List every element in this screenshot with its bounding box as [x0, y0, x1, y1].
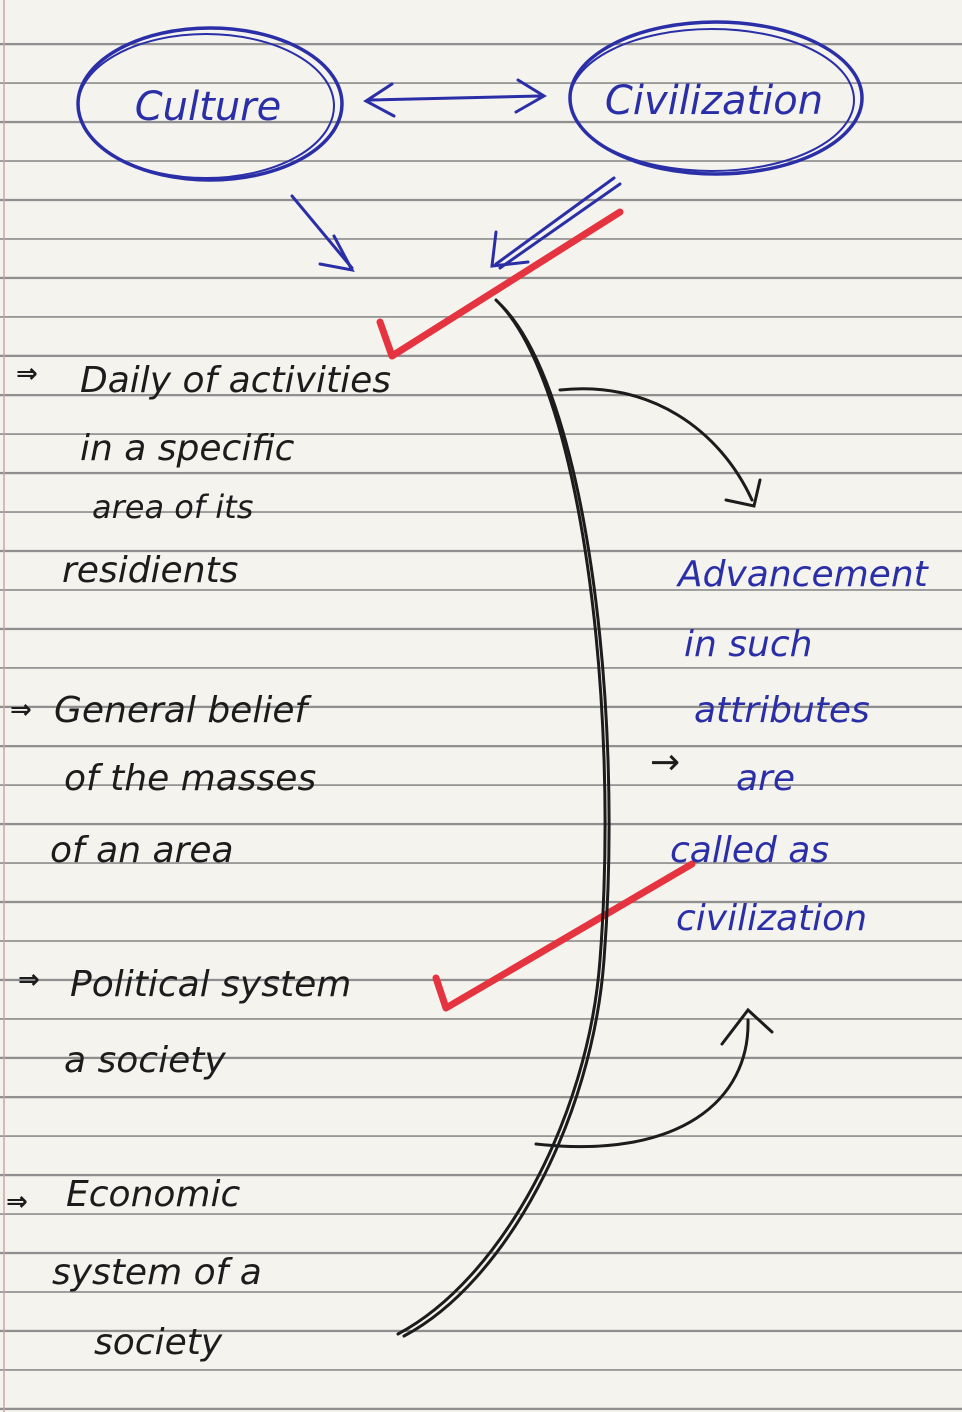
conclusion-block: → Advancement in such attributes are cal… [650, 554, 930, 939]
upper-curved-arrow [558, 387, 762, 508]
bullet-arrow-icon: ⇒ [10, 695, 32, 725]
bullet-arrow-icon: ⇒ [18, 965, 40, 995]
point-line: area of its [92, 488, 253, 526]
conclusion-line: civilization [676, 898, 867, 939]
lower-curved-arrow [534, 1007, 774, 1149]
point-line: Daily of activities [80, 360, 391, 401]
conclusion-line: in such [684, 624, 812, 665]
point-line: of the masses [64, 758, 316, 799]
point-line: in a specific [80, 428, 295, 469]
civilization-label: Civilization [605, 78, 823, 124]
point-line: Economic [66, 1174, 240, 1215]
culture-down-arrow [290, 194, 355, 273]
conclusion-line: attributes [694, 690, 870, 731]
point-line: system of a [52, 1252, 262, 1293]
culture-point-3: ⇒ Political system a society [18, 964, 351, 1081]
grouping-bracket [396, 298, 611, 1338]
red-check-mark-middle [432, 860, 696, 1012]
conclusion-line: called as [670, 830, 829, 871]
red-check-mark-top [376, 208, 624, 360]
point-line: society [94, 1322, 223, 1363]
point-line: of an area [50, 830, 234, 871]
right-arrow-icon: → [650, 742, 680, 783]
conclusion-line: are [736, 758, 795, 799]
conclusion-line: Advancement [676, 554, 930, 595]
point-line: a society [64, 1040, 226, 1081]
culture-bubble: Culture [76, 26, 344, 182]
culture-point-1: ⇒ Daily of activities in a specific area… [16, 359, 391, 591]
point-line: Political system [70, 964, 351, 1005]
culture-point-2: ⇒ General belief of the masses of an are… [10, 690, 316, 871]
culture-point-4: ⇒ Economic system of a society [6, 1174, 262, 1363]
double-arrow-icon [363, 78, 547, 118]
culture-label: Culture [135, 84, 281, 130]
point-line: residients [62, 550, 238, 591]
margin-line [3, 0, 5, 1412]
bullet-arrow-icon: ⇒ [6, 1187, 28, 1217]
point-line: General belief [54, 690, 312, 731]
bullet-arrow-icon: ⇒ [16, 359, 38, 389]
civilization-down-arrow [490, 176, 622, 270]
civilization-bubble: Civilization [568, 20, 864, 176]
